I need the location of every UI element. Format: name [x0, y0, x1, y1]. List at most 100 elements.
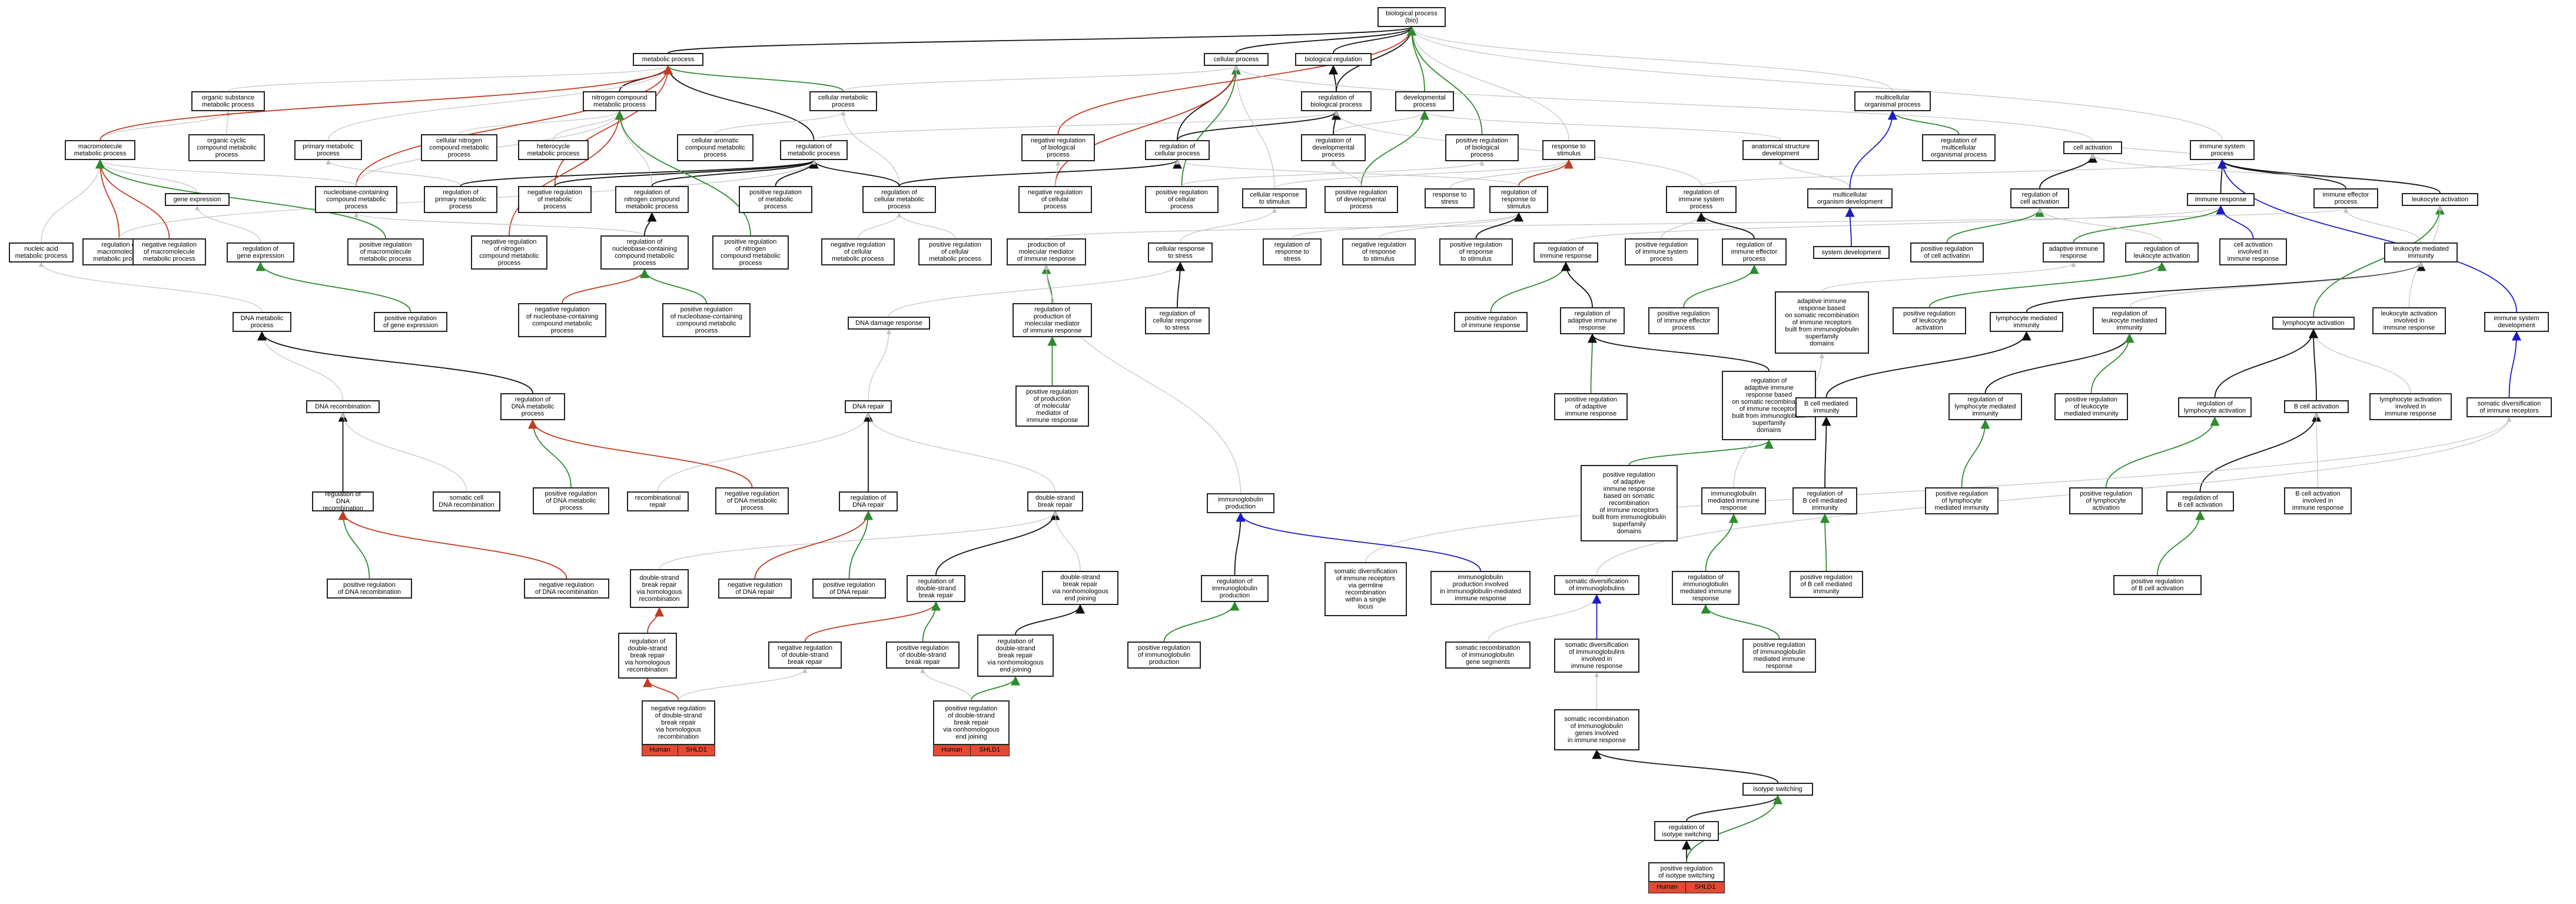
go-term-node[interactable]: regulation of double-strand break repair… — [618, 633, 677, 679]
go-term-node[interactable]: somatic recombination of immunoglobulin … — [1445, 642, 1531, 669]
go-term-node[interactable]: immunoglobulin mediated immune response — [1701, 487, 1766, 514]
go-term-node[interactable]: regulation of isotype switching — [1654, 821, 1719, 841]
go-term-node[interactable]: macromolecule metabolic process — [65, 140, 135, 160]
go-term-node[interactable]: cell activation involved in immune respo… — [2219, 238, 2287, 265]
go-term-node[interactable]: regulation of immune effector process — [1722, 238, 1787, 265]
go-term-node[interactable]: regulation of primary metabolic process — [424, 186, 497, 213]
go-term-node[interactable]: regulation of immunoglobulin production — [1201, 575, 1269, 602]
go-term-node[interactable]: nucleic acid metabolic process — [9, 242, 74, 262]
go-term-node[interactable]: somatic diversification of immunoglobuli… — [1554, 639, 1639, 673]
go-term-node[interactable]: positive regulation of developmental pro… — [1324, 186, 1398, 213]
go-term-node[interactable]: regulation of lymphocyte mediated immuni… — [1948, 393, 2022, 420]
go-term-node[interactable]: negative regulation of DNA recombination — [524, 579, 609, 599]
go-term-node[interactable]: positive regulation of immunoglobulin me… — [1742, 639, 1816, 673]
go-term-node[interactable]: positive regulation of isotype switching — [1648, 862, 1725, 882]
go-term-node[interactable]: positive regulation of double-strand bre… — [933, 700, 1010, 745]
go-term-node[interactable]: regulation of DNA metabolic process — [500, 393, 565, 420]
go-term-node[interactable]: gene expression — [165, 193, 230, 206]
go-term-node[interactable]: organic cyclic compound metabolic proces… — [188, 134, 265, 161]
go-term-node[interactable]: positive regulation of DNA recombination — [327, 579, 412, 599]
go-term-node[interactable]: immune effector process — [2313, 188, 2378, 208]
go-term-node[interactable]: response to stress — [1425, 188, 1475, 208]
go-term-node[interactable]: immune system process — [2190, 140, 2255, 160]
go-term-node[interactable]: DNA metabolic process — [233, 312, 291, 332]
go-term-node[interactable]: positive regulation of lymphocyte mediat… — [1925, 487, 1999, 514]
go-term-node[interactable]: positive regulation of DNA repair — [812, 579, 886, 599]
go-term-node[interactable]: B cell mediated immunity — [1795, 397, 1857, 417]
go-term-node[interactable]: positive regulation of immune system pro… — [1625, 238, 1698, 265]
go-term-node[interactable]: positive regulation of cellular metaboli… — [918, 238, 992, 265]
go-term-node[interactable]: multicellular organismal process — [1854, 91, 1931, 111]
go-term-node[interactable]: negative regulation of double-strand bre… — [768, 642, 842, 669]
go-term-node[interactable]: positive regulation of leukocyte activat… — [1893, 307, 1966, 334]
go-term-node[interactable]: cell activation — [2063, 141, 2122, 154]
go-term-node[interactable]: positive regulation of immunoglobulin pr… — [1127, 642, 1201, 669]
go-term-node[interactable]: positive regulation of metabolic process — [739, 186, 812, 213]
go-term-node[interactable]: double-strand break repair via homologou… — [630, 569, 689, 608]
go-term-node[interactable]: negative regulation of metabolic process — [518, 186, 592, 213]
go-term-node[interactable]: regulation of response to stimulus — [1489, 186, 1548, 213]
go-term-node[interactable]: biological process (bio) — [1377, 7, 1446, 27]
go-term-node[interactable]: lymphocyte activation involved in immune… — [2369, 393, 2452, 420]
go-term-node[interactable]: negative regulation of nitrogen compound… — [471, 235, 547, 270]
go-term-node[interactable]: regulation of DNA repair — [839, 491, 898, 511]
go-term-node[interactable]: biological regulation — [1295, 53, 1372, 66]
go-term-node[interactable]: immunoglobulin production — [1207, 493, 1274, 513]
go-term-node[interactable]: positive regulation of gene expression — [374, 312, 447, 332]
go-term-node[interactable]: somatic cell DNA recombination — [433, 491, 500, 511]
go-term-node[interactable]: anatomical structure development — [1742, 140, 1819, 160]
go-term-node[interactable]: double-strand break repair — [1027, 491, 1083, 511]
go-term-node[interactable]: nitrogen compound metabolic process — [583, 91, 656, 111]
go-term-node[interactable]: primary metabolic process — [294, 140, 362, 160]
go-term-node[interactable]: somatic recombination of immunoglobulin … — [1554, 709, 1639, 750]
go-term-node[interactable]: positive regulation of immune effector p… — [1648, 307, 1719, 334]
go-term-node[interactable]: metabolic process — [633, 53, 703, 66]
go-term-node[interactable]: negative regulation of response to stimu… — [1342, 238, 1416, 265]
go-term-node[interactable]: negative regulation of DNA repair — [718, 579, 792, 599]
go-term-node[interactable]: cellular response to stress — [1148, 242, 1213, 262]
go-term-node[interactable]: isotype switching — [1742, 783, 1813, 796]
go-term-node[interactable]: negative regulation of cellular metaboli… — [821, 238, 895, 265]
go-term-node[interactable]: adaptive immune response based on somati… — [1775, 291, 1869, 354]
go-term-node[interactable]: positive regulation of DNA metabolic pro… — [533, 487, 609, 514]
go-term-node[interactable]: heterocycle metabolic process — [518, 140, 589, 160]
go-term-node[interactable]: system development — [1813, 246, 1890, 259]
go-term-node[interactable]: lymphocyte activation — [2272, 317, 2355, 330]
go-term-node[interactable]: DNA repair — [845, 400, 892, 413]
go-term-node[interactable]: negative regulation of double-strand bre… — [642, 700, 715, 745]
go-term-node[interactable]: regulation of DNA recombination — [312, 491, 374, 512]
go-term-node[interactable]: regulation of double-strand break repair — [907, 575, 965, 602]
go-term-node[interactable]: positive regulation of double-strand bre… — [886, 642, 960, 669]
go-term-node[interactable]: B cell activation — [2284, 400, 2349, 413]
go-term-node[interactable]: immune system development — [2484, 312, 2549, 332]
go-term-node[interactable]: cellular metabolic process — [809, 91, 877, 111]
go-term-node[interactable]: regulation of B cell activation — [2166, 491, 2234, 511]
go-term-node[interactable]: positive regulation of biological proces… — [1445, 134, 1519, 161]
go-term-node[interactable]: leukocyte activation — [2402, 193, 2478, 206]
go-term-node[interactable]: regulation of nitrogen compound metaboli… — [615, 186, 689, 213]
go-term-node[interactable]: cellular aromatic compound metabolic pro… — [677, 134, 753, 161]
go-term-node[interactable]: recombinational repair — [627, 491, 689, 511]
go-term-node[interactable]: positive regulation of adaptive immune r… — [1581, 465, 1678, 541]
go-term-node[interactable]: regulation of developmental process — [1301, 134, 1366, 161]
go-term-node[interactable]: multicellular organism development — [1807, 188, 1893, 208]
go-term-node[interactable]: lymphocyte mediated immunity — [1990, 312, 2063, 332]
go-term-node[interactable]: positive regulation of nucleobase-contai… — [662, 303, 751, 337]
go-term-node[interactable]: regulation of adaptive immune response — [1560, 307, 1625, 334]
go-term-node[interactable]: positive regulation of adaptive immune r… — [1554, 393, 1628, 420]
go-term-node[interactable]: negative regulation of cellular process — [1018, 186, 1092, 213]
go-term-node[interactable]: DNA damage response — [848, 317, 930, 330]
go-term-node[interactable]: cellular nitrogen compound metabolic pro… — [421, 134, 497, 161]
go-term-node[interactable]: immune response — [2187, 193, 2255, 206]
go-term-node[interactable]: somatic diversification of immune recept… — [2467, 397, 2552, 417]
go-term-node[interactable]: regulation of response to stress — [1263, 238, 1322, 265]
go-term-node[interactable]: regulation of immune response — [1533, 242, 1598, 262]
go-term-node[interactable]: regulation of biological process — [1301, 91, 1372, 111]
go-term-node[interactable]: negative regulation of biological proces… — [1021, 134, 1095, 161]
go-term-node[interactable]: regulation of cell activation — [2010, 188, 2069, 208]
go-term-node[interactable]: regulation of leukocyte activation — [2125, 242, 2199, 262]
go-term-node[interactable]: somatic diversification of immunoglobuli… — [1554, 575, 1639, 595]
go-term-node[interactable]: positive regulation of macromolecule met… — [347, 238, 424, 265]
go-term-node[interactable]: positive regulation of B cell mediated i… — [1790, 571, 1863, 598]
go-term-node[interactable]: leukocyte mediated immunity — [2384, 242, 2458, 262]
